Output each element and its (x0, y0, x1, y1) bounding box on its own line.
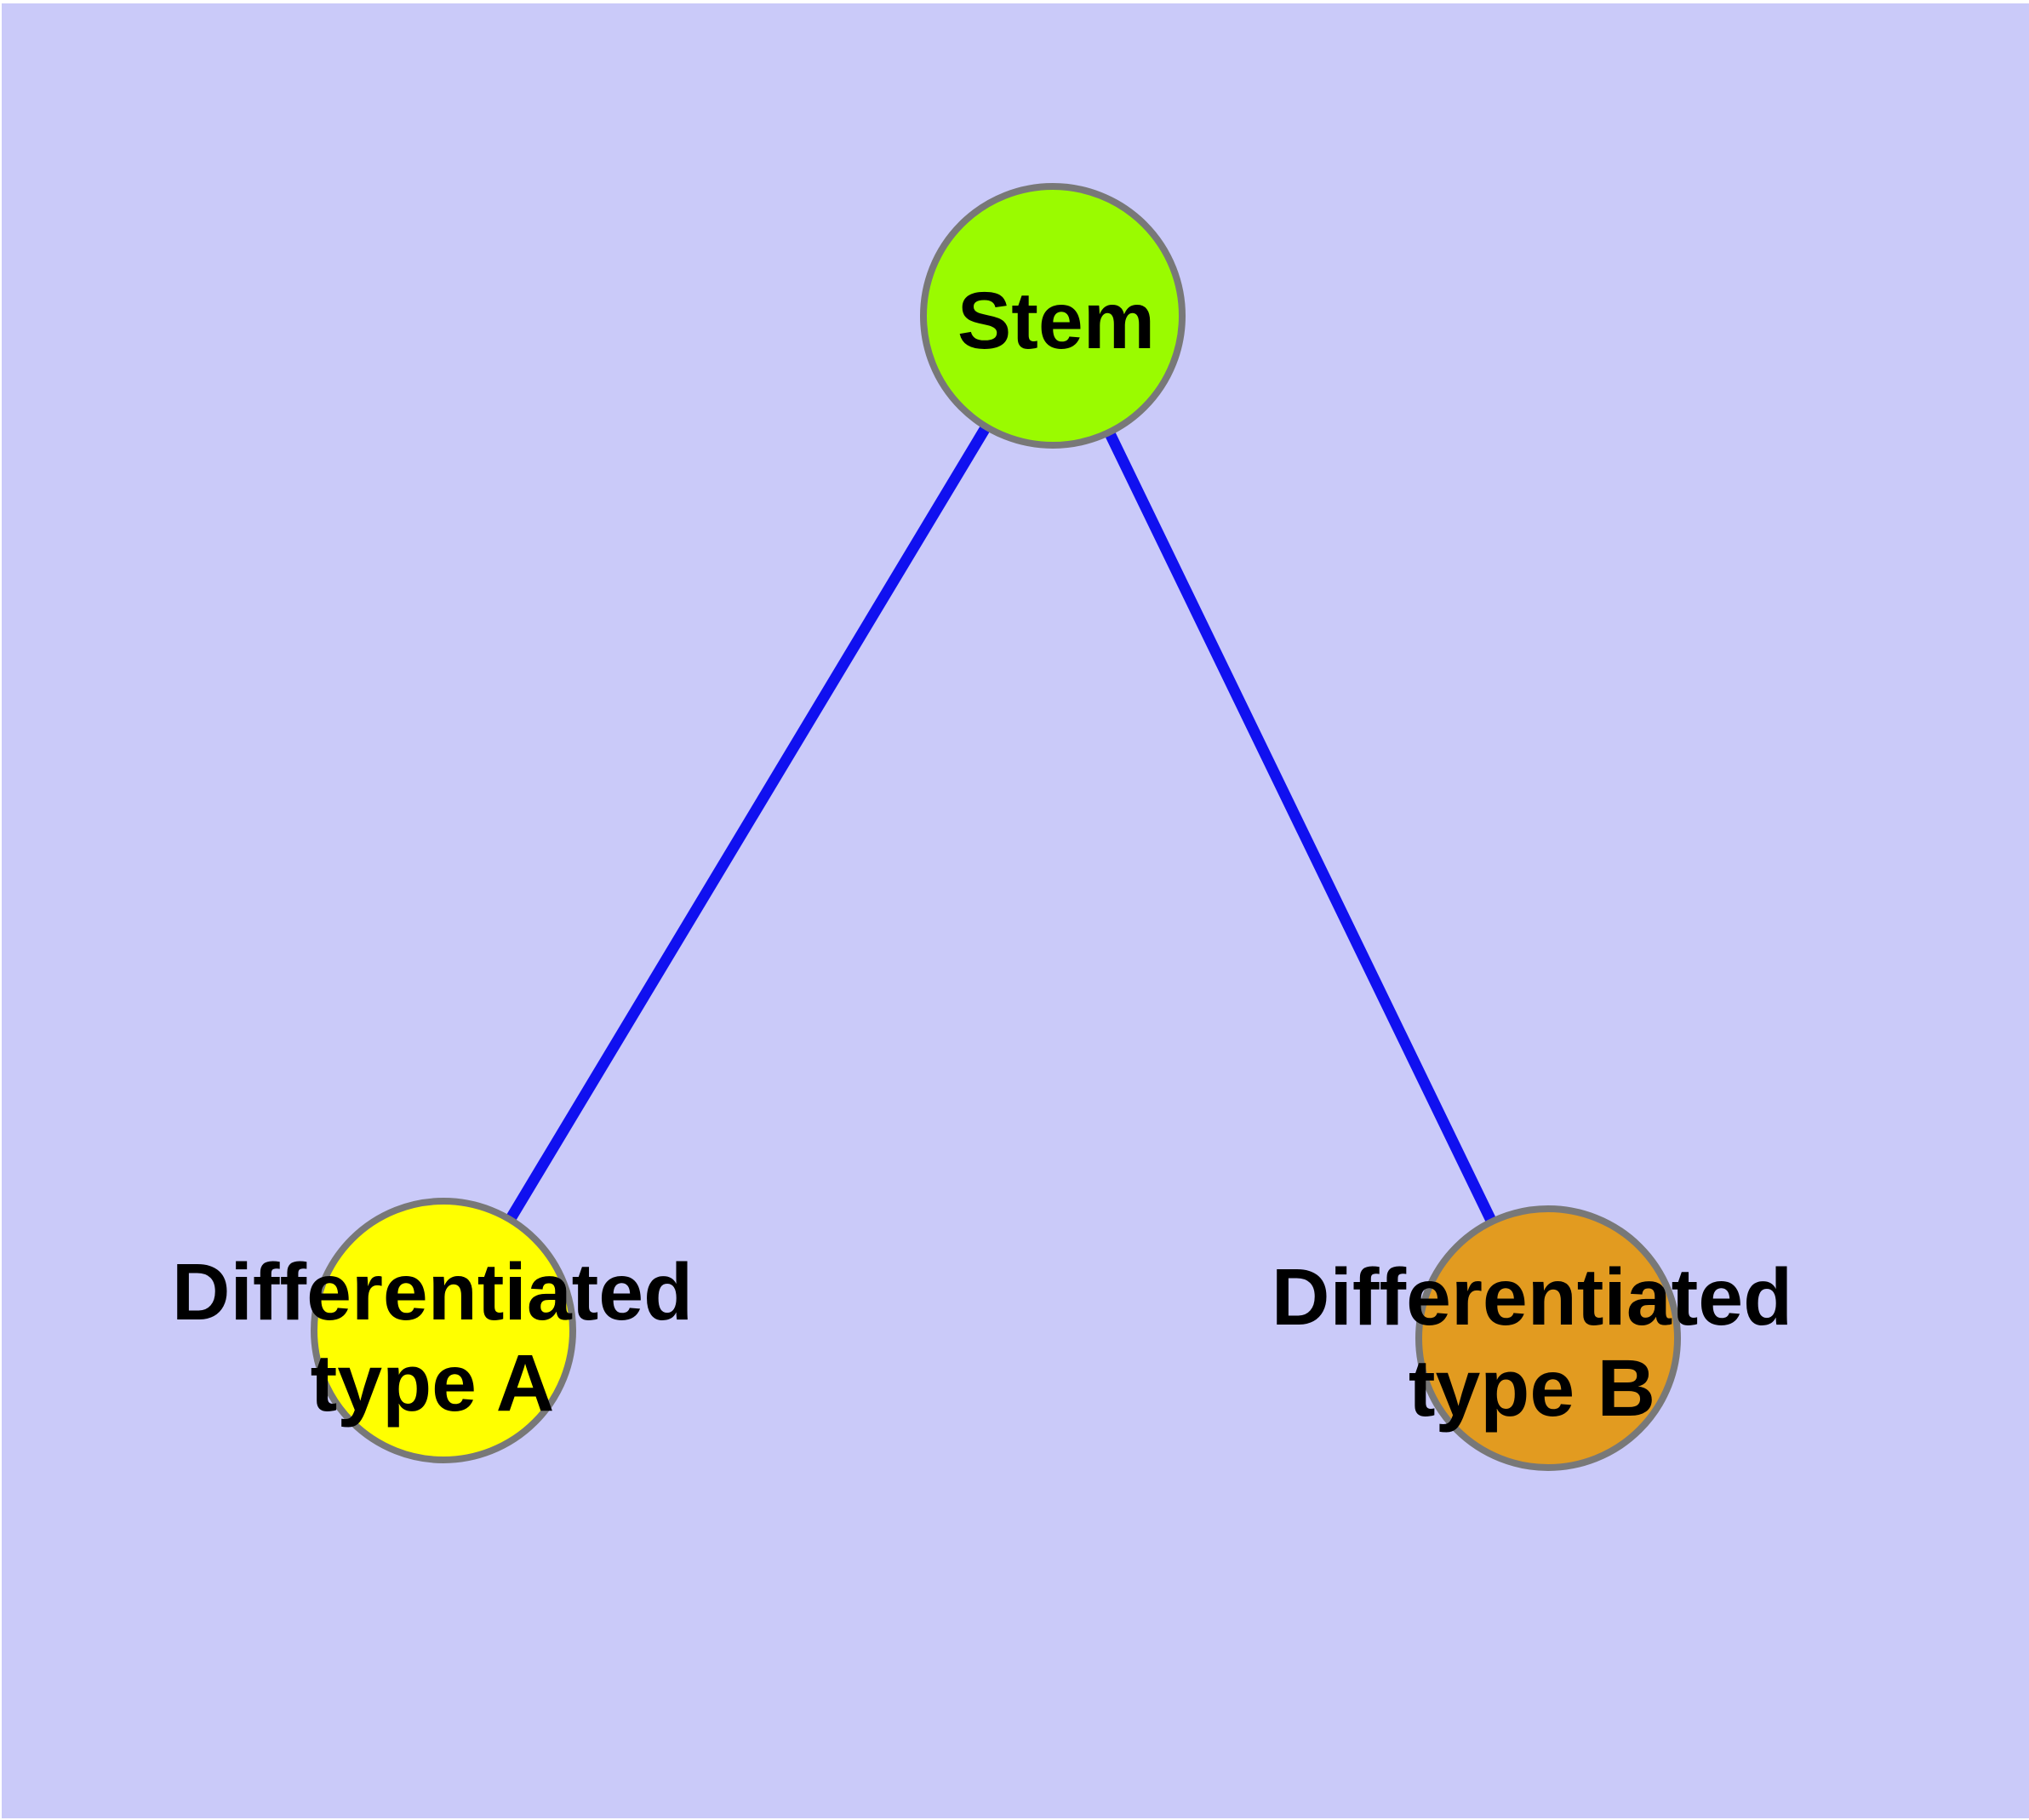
node-type-b-label-line-2: type B (1409, 1343, 1655, 1434)
node-stem[interactable] (920, 183, 1186, 449)
node-type-a-label-line-2: type A (311, 1338, 555, 1428)
node-differentiated-type-a[interactable] (311, 1198, 576, 1463)
node-stem-label: Stem (957, 276, 1155, 366)
node-differentiated-type-b[interactable] (1415, 1205, 1681, 1471)
edge-stem-to-type-b (1048, 313, 1553, 1341)
node-type-b-label-line-1: Differentiated (1272, 1252, 1792, 1342)
edge-stem-to-type-a (438, 312, 1058, 1334)
node-type-a-label-line-1: Differentiated (172, 1247, 693, 1337)
